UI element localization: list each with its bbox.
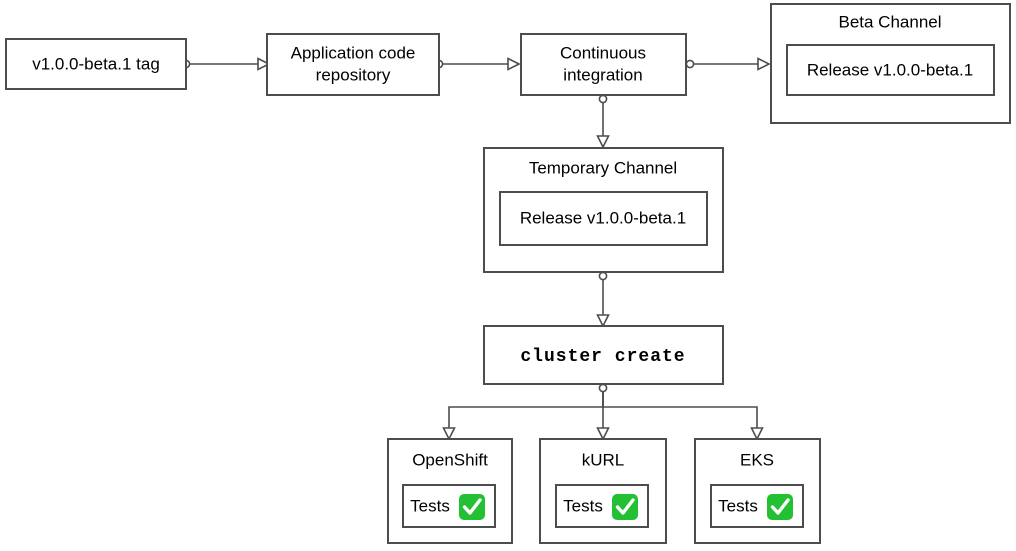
- node-repo-label-line2: repository: [316, 65, 391, 84]
- edge-source-dot: [598, 383, 608, 393]
- node-tag-label: v1.0.0-beta.1 tag: [32, 54, 160, 73]
- node-beta-channel-release-label: Release v1.0.0-beta.1: [807, 60, 973, 79]
- edge-arrowhead: [757, 57, 771, 71]
- node-ci-label-line1: Continuous: [560, 43, 646, 62]
- edge-tag-to-repo: [181, 57, 271, 71]
- node-tag-box[interactable]: [5, 38, 187, 90]
- node-temporary-channel-title: Temporary Channel: [529, 158, 677, 177]
- node-repo[interactable]: Application code repository: [266, 33, 440, 96]
- edge-repo-to-ci: [434, 57, 521, 71]
- check-icon-glyph: [770, 498, 790, 515]
- edge-arrowhead: [596, 135, 610, 149]
- edge-arrowhead: [596, 314, 610, 328]
- check-icon-glyph: [462, 498, 482, 515]
- node-repo-label-line1: Application code: [291, 43, 416, 62]
- edge-temporary-channel-to-cluster-create: [596, 271, 610, 328]
- node-cluster-create-label: cluster create: [520, 347, 685, 367]
- node-temporary-channel-release-label: Release v1.0.0-beta.1: [520, 208, 686, 227]
- node-kurl-title: kURL: [582, 450, 625, 469]
- node-temporary-channel-release-box[interactable]: [499, 191, 708, 246]
- edge-arrowhead: [596, 427, 610, 441]
- node-cluster-create[interactable]: cluster create: [483, 325, 724, 385]
- node-eks[interactable]: EKS Tests: [694, 438, 821, 544]
- edge-source-dot: [685, 59, 695, 69]
- node-repo-box[interactable]: [266, 33, 440, 96]
- edge-ci-to-beta-channel: [685, 57, 771, 71]
- node-kurl-tests-label: Tests: [563, 496, 603, 515]
- edge-cluster-create-to-eks: [602, 392, 764, 441]
- check-icon-glyph: [615, 498, 635, 515]
- node-eks-title: EKS: [740, 450, 774, 469]
- node-tag[interactable]: v1.0.0-beta.1 tag: [5, 38, 187, 90]
- node-cluster-create-box[interactable]: [483, 325, 724, 385]
- check-mark-green-icon: [459, 494, 485, 520]
- node-kurl[interactable]: kURL Tests: [539, 438, 667, 544]
- node-openshift-title: OpenShift: [412, 450, 488, 469]
- edge-arrowhead: [750, 427, 764, 441]
- edge-arrowhead: [442, 427, 456, 441]
- node-openshift-tests-label: Tests: [410, 496, 450, 515]
- node-ci-label-line2: integration: [563, 65, 642, 84]
- edge-path: [602, 392, 758, 428]
- check-mark-green-icon: [612, 494, 638, 520]
- edge-arrowhead: [257, 57, 271, 71]
- check-mark-green-icon: [767, 494, 793, 520]
- edge-source-dot: [598, 271, 608, 281]
- edge-source-dot: [598, 94, 608, 104]
- node-beta-channel[interactable]: Beta Channel Release v1.0.0-beta.1: [770, 3, 1011, 124]
- edge-ci-to-temporary-channel: [596, 94, 610, 149]
- node-openshift[interactable]: OpenShift Tests: [387, 438, 513, 544]
- node-temporary-channel[interactable]: Temporary Channel Release v1.0.0-beta.1: [483, 147, 724, 273]
- node-beta-channel-title: Beta Channel: [838, 12, 941, 31]
- node-beta-channel-release-box[interactable]: [786, 44, 995, 96]
- node-ci-box[interactable]: [520, 33, 687, 96]
- edge-arrowhead: [507, 57, 521, 71]
- edge-cluster-create-to-openshift: [442, 383, 608, 441]
- node-eks-tests-label: Tests: [718, 496, 758, 515]
- edge-path: [448, 392, 604, 428]
- node-ci[interactable]: Continuous integration: [520, 33, 687, 96]
